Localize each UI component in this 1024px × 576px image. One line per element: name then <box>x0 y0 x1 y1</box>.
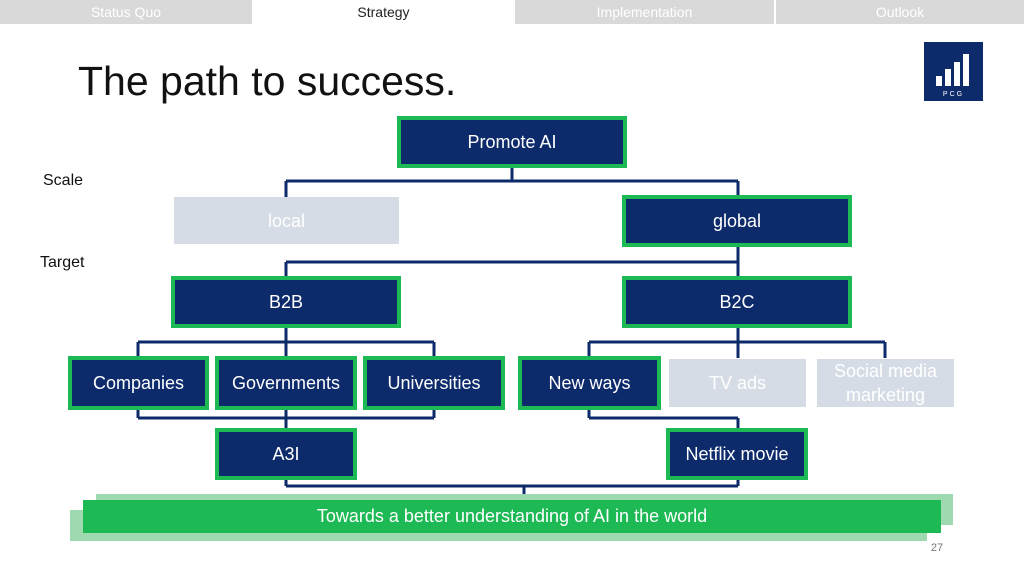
goal-banner: Towards a better understanding of AI in … <box>83 500 941 533</box>
node-universities: Universities <box>363 356 505 410</box>
node-b2b: B2B <box>171 276 401 328</box>
scale-label: Scale <box>43 172 84 189</box>
pcg-logo: PCG <box>924 42 983 101</box>
tab-implementation[interactable]: Implementation <box>515 0 774 24</box>
node-netflix-movie: Netflix movie <box>666 428 808 480</box>
node-social-media-marketing: Social media marketing <box>817 359 954 407</box>
tab-status-quo[interactable]: Status Quo <box>0 0 252 24</box>
node-local: local <box>174 197 399 244</box>
logo-text: PCG <box>942 91 965 98</box>
node-governments: Governments <box>215 356 357 410</box>
node-promote-ai: Promote AI <box>397 116 627 168</box>
node-a3i: A3I <box>215 428 357 480</box>
page-title: The path to success. <box>78 58 457 104</box>
node-tv-ads: TV ads <box>669 359 806 407</box>
node-companies: Companies <box>68 356 209 410</box>
node-global: global <box>622 195 852 247</box>
tab-outlook[interactable]: Outlook <box>776 0 1024 24</box>
tab-strategy[interactable]: Strategy <box>253 0 514 24</box>
node-new-ways: New ways <box>518 356 661 410</box>
target-label: Target <box>40 254 85 271</box>
page-number: 27 <box>930 542 944 554</box>
node-b2c: B2C <box>622 276 852 328</box>
